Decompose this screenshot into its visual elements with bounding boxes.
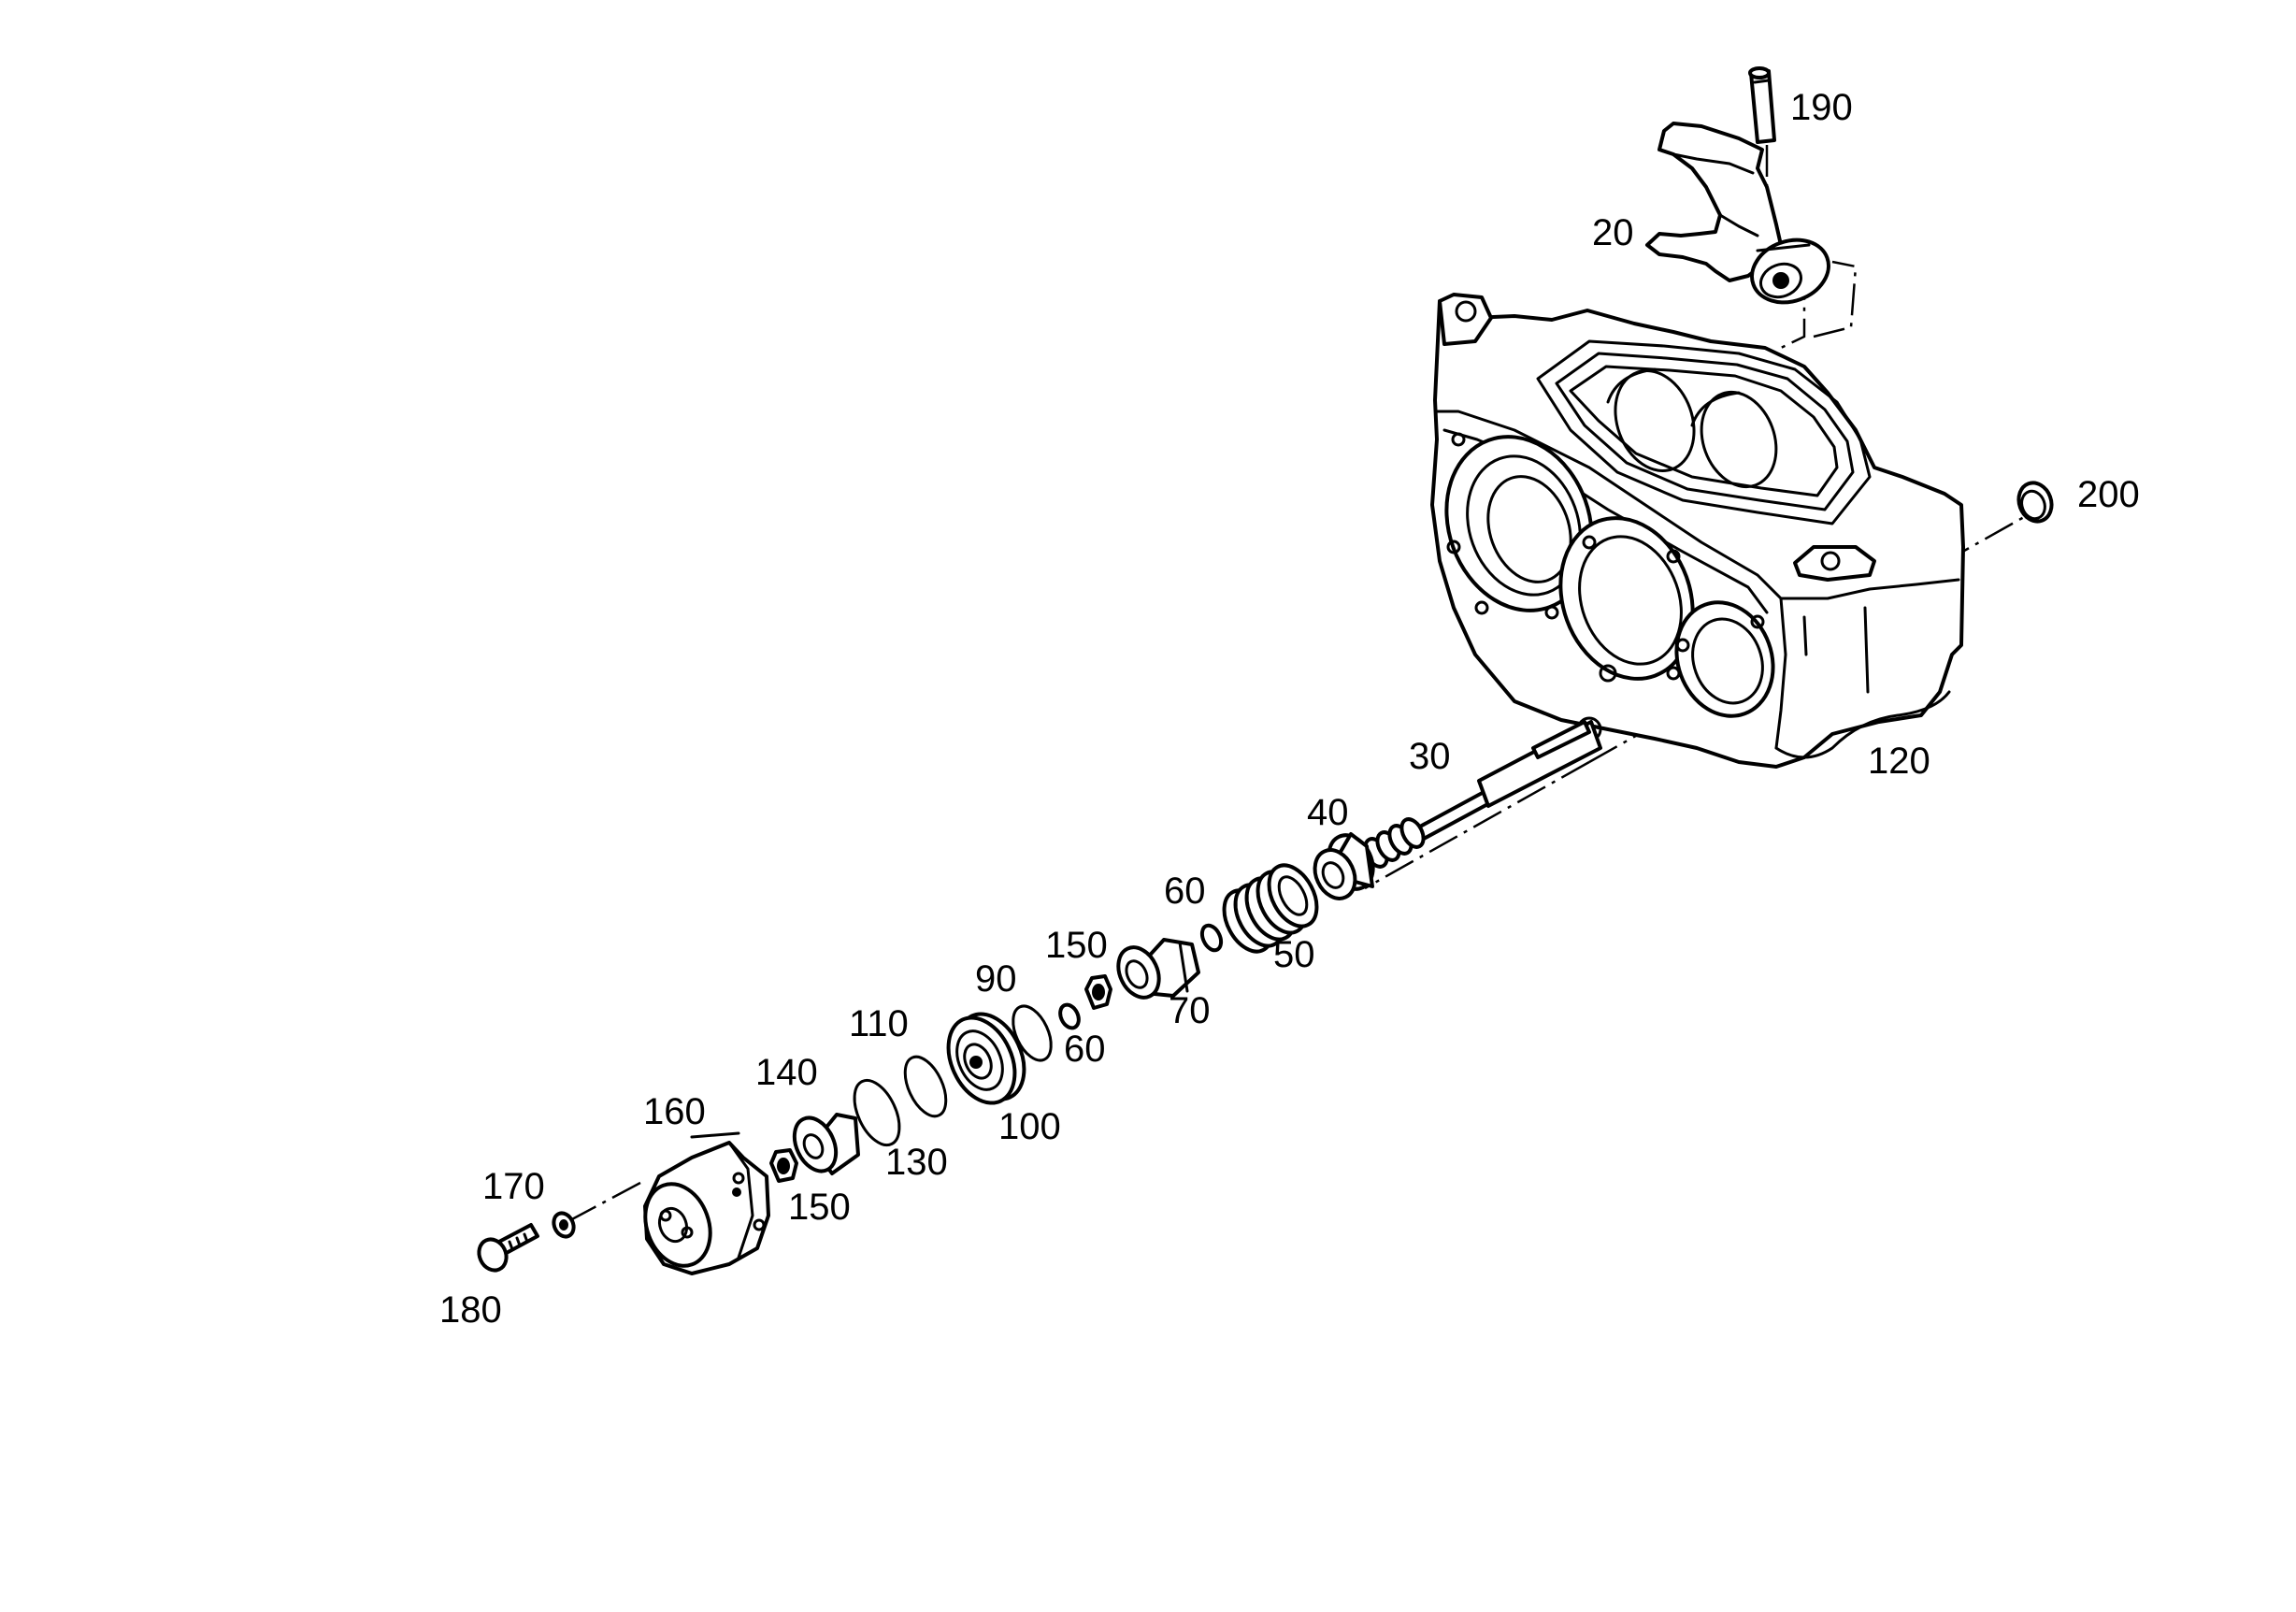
callout-110: 110: [849, 1003, 909, 1044]
part-100-piston: [946, 1012, 1026, 1105]
part-20-shift-fork: [1645, 122, 1830, 305]
callout-150-upper: 150: [1045, 925, 1108, 966]
part-140-spacer: [792, 1113, 860, 1175]
part-150-nut-lower: [769, 1148, 798, 1183]
part-50-spring: [1222, 863, 1319, 954]
callout-120: 120: [1868, 741, 1930, 782]
callout-200: 200: [2077, 474, 2140, 515]
callout-150-lower: 150: [788, 1187, 851, 1228]
part-180-bolt: [477, 1223, 539, 1273]
part-40-sleeve: [1313, 832, 1375, 900]
callout-130: 130: [885, 1142, 948, 1183]
callout-50: 50: [1273, 934, 1315, 975]
callout-190: 190: [1790, 87, 1853, 128]
callout-100: 100: [998, 1106, 1061, 1147]
callout-90: 90: [975, 958, 1017, 1000]
callout-60-lower: 60: [1064, 1029, 1106, 1070]
callout-160-leader: [690, 1131, 740, 1139]
part-190-pin: [1748, 66, 1776, 144]
part-160-cover: [643, 1141, 770, 1275]
part-150-nut-upper: [1084, 974, 1112, 1010]
callout-160: 160: [643, 1091, 706, 1132]
part-60-o-ring-upper: [1199, 923, 1224, 953]
part-120-housing: [1430, 293, 1965, 769]
callout-140: 140: [755, 1052, 818, 1093]
callout-40: 40: [1307, 792, 1349, 833]
callout-180: 180: [439, 1289, 502, 1331]
part-30-shift-rod: [1363, 720, 1602, 869]
part-70-bushing: [1116, 938, 1200, 1000]
callout-60-upper: 60: [1164, 871, 1206, 912]
callout-20: 20: [1592, 212, 1634, 253]
callout-170: 170: [482, 1166, 545, 1207]
callout-labels: 190 20 200 120 30 40 60 50 150 70 90 60 …: [439, 87, 2140, 1331]
part-110-o-ring: [903, 1055, 948, 1118]
part-60-o-ring-lower: [1058, 1002, 1081, 1030]
callout-30: 30: [1409, 736, 1451, 777]
part-130-o-ring: [853, 1078, 901, 1147]
callout-70: 70: [1169, 990, 1211, 1031]
part-170-washer: [552, 1211, 576, 1239]
part-200-plug: [2016, 481, 2054, 524]
